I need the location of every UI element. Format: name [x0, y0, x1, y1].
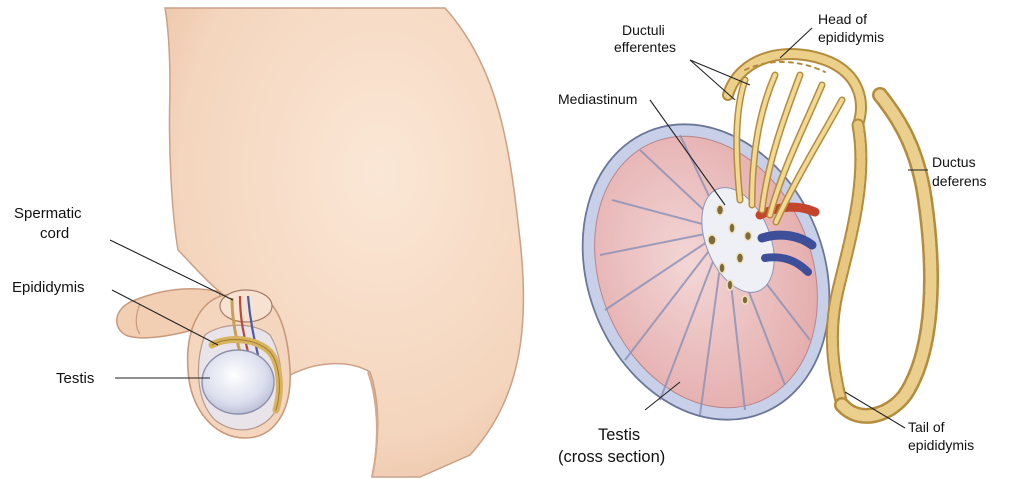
label-spermatic-cord-1: Spermatic	[14, 205, 82, 222]
label-mediastinum: Mediastinum	[558, 91, 637, 107]
label-ductuli-1: Ductuli	[622, 22, 665, 38]
label-ductuli-2: efferentes	[614, 39, 676, 55]
spermatic-cord-oval	[220, 290, 272, 322]
label-head-1: Head of	[818, 11, 867, 27]
label-head-2: epididymis	[818, 29, 884, 45]
epididymis-body-tail	[832, 125, 861, 405]
label-ductus-1: Ductus	[932, 154, 976, 170]
testis-shape	[202, 350, 274, 414]
label-tail-2: epididymis	[908, 437, 974, 453]
label-epididymis: Epididymis	[12, 279, 85, 296]
testis-cross-section	[540, 54, 931, 457]
label-testis-xs-1: Testis	[598, 426, 640, 444]
label-ductus-2: deferens	[932, 173, 986, 189]
label-tail-1: Tail of	[908, 419, 945, 435]
body-side-view	[117, 8, 524, 477]
label-testis: Testis	[56, 370, 94, 387]
label-spermatic-cord-2: cord	[40, 225, 69, 242]
label-testis-xs-2: (cross section)	[558, 448, 665, 466]
